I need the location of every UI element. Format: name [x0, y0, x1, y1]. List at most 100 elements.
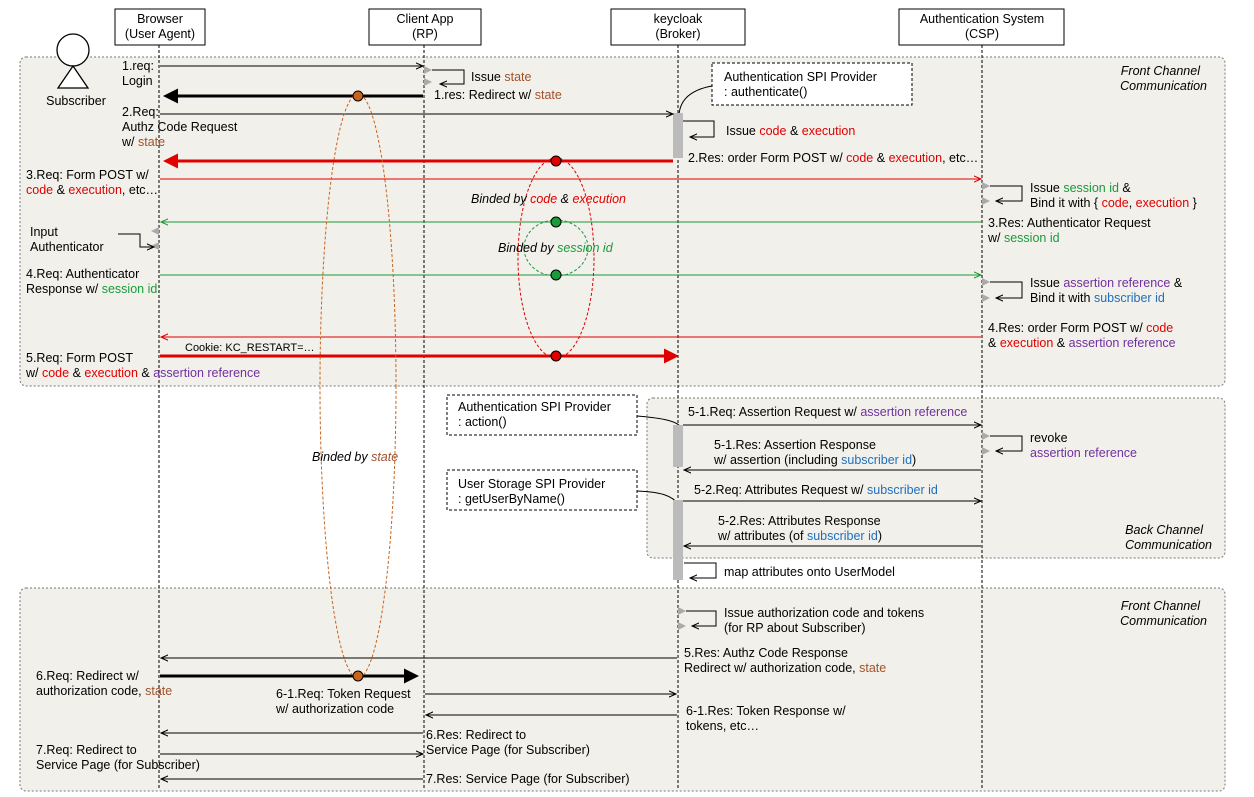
svg-text:Authentication SPI Provider: Authentication SPI Provider: [724, 70, 877, 84]
svg-text:4.Res: order Form POST w/ code: 4.Res: order Form POST w/ code: [988, 321, 1173, 335]
svg-text:5-1.Res: Assertion Response: 5-1.Res: Assertion Response: [714, 438, 876, 452]
svg-text:(RP): (RP): [412, 27, 438, 41]
actor-broker: keycloak (Broker): [610, 8, 746, 46]
issue-state-label: Issue state: [471, 70, 532, 84]
svg-text:2.Req:: 2.Req:: [122, 105, 159, 119]
svg-text:(CSP): (CSP): [965, 27, 999, 41]
front-channel-bottom-label: Front Channel Communication: [1120, 599, 1207, 628]
svg-text:w/ state: w/ state: [121, 135, 165, 149]
bind-subscriber-id-label: Bind it with subscriber id: [1030, 291, 1165, 305]
svg-text:Authentication System: Authentication System: [920, 12, 1044, 26]
binded-by-state-label: Binded by state: [312, 450, 398, 464]
svg-text:Communication: Communication: [1120, 614, 1207, 628]
svg-text:3.Res: Authenticator Request: 3.Res: Authenticator Request: [988, 216, 1151, 230]
subscriber-icon: [56, 33, 90, 89]
svg-text:Front Channel: Front Channel: [1121, 64, 1201, 78]
svg-text:w/ attributes (of subscriber i: w/ attributes (of subscriber id): [717, 529, 882, 543]
svg-text:Communication: Communication: [1125, 538, 1212, 552]
msg-2-req-label: 2.Req: Authz Code Request w/ state: [121, 105, 238, 149]
msg-6-res-label: 6.Res: Redirect to Service Page (for Sub…: [426, 728, 590, 757]
svg-text:Issue authorization code and t: Issue authorization code and tokens: [724, 606, 924, 620]
front-channel-top-label: Front Channel Communication: [1120, 64, 1207, 93]
msg-5-2-req-label: 5-2.Req: Attributes Request w/ subscribe…: [694, 483, 938, 497]
input-authenticator-label: Input Authenticator: [30, 225, 104, 254]
msg-5-1-req-label: 5-1.Req: Assertion Request w/ assertion …: [688, 405, 967, 419]
msg-5-res-label: 5.Res: Authz Code Response Redirect w/ a…: [684, 646, 886, 675]
svg-text:tokens, etc…: tokens, etc…: [686, 719, 759, 733]
back-channel-label: Back Channel Communication: [1125, 523, 1212, 552]
msg-3-res-label: 3.Res: Authenticator Request w/ session …: [987, 216, 1151, 245]
svg-text:Response w/ session id: Response w/ session id: [26, 282, 157, 296]
authenticate-provider-note: Authentication SPI Provider : authentica…: [711, 62, 913, 106]
svg-text:: getUserByName(): : getUserByName(): [458, 492, 565, 506]
svg-text:: action(): : action(): [458, 415, 507, 429]
svg-text:6.Req: Redirect w/: 6.Req: Redirect w/: [36, 669, 139, 683]
svg-text:& execution & assertion refere: & execution & assertion reference: [988, 336, 1176, 350]
svg-text:Back Channel: Back Channel: [1125, 523, 1204, 537]
msg-6-req-label: 6.Req: Redirect w/ authorization code, s…: [36, 669, 172, 698]
svg-text:6-1.Res: Token Response w/: 6-1.Res: Token Response w/: [686, 704, 846, 718]
svg-text:6-1.Req: Token Request: 6-1.Req: Token Request: [276, 687, 411, 701]
revoke-label: revoke assertion reference: [1030, 431, 1137, 460]
broker-activation-bar: [673, 425, 683, 467]
svg-text:4.Req: Authenticator: 4.Req: Authenticator: [26, 267, 139, 281]
svg-text:Browser: Browser: [137, 12, 183, 26]
svg-text:w/ assertion (including subscr: w/ assertion (including subscriber id): [713, 453, 916, 467]
msg-1-req-label: 1.req: Login: [122, 59, 154, 88]
svg-text:(for RP about Subscriber): (for RP about Subscriber): [724, 621, 866, 635]
svg-text:5-2.Res: Attributes Response: 5-2.Res: Attributes Response: [718, 514, 881, 528]
svg-text:code & execution, etc…: code & execution, etc…: [26, 183, 158, 197]
msg-7-req-label: 7.Req: Redirect to Service Page (for Sub…: [36, 743, 200, 772]
issue-code-label: Issue code & execution: [726, 124, 855, 138]
svg-text:w/ code & execution & assertio: w/ code & execution & assertion referenc…: [25, 366, 260, 380]
actor-csp: Authentication System (CSP): [898, 8, 1065, 46]
binded-by-session-id-label: Binded by session id: [498, 241, 614, 255]
svg-text:Communication: Communication: [1120, 79, 1207, 93]
svg-text:w/ session id: w/ session id: [987, 231, 1060, 245]
svg-text:User Storage SPI Provider: User Storage SPI Provider: [458, 477, 605, 491]
svg-text:keycloak: keycloak: [654, 12, 703, 26]
broker-activation-bar: [673, 113, 683, 158]
issue-session-id-label: Issue session id &: [1030, 181, 1131, 195]
binded-by-code-label: Binded by code & execution: [471, 192, 626, 206]
svg-text:Redirect w/ authorization code: Redirect w/ authorization code, state: [684, 661, 886, 675]
svg-text:assertion reference: assertion reference: [1030, 446, 1137, 460]
action-provider-note: Authentication SPI Provider : action(): [446, 394, 638, 436]
self-markers: [151, 66, 990, 630]
svg-text:w/ authorization code: w/ authorization code: [275, 702, 394, 716]
svg-text:revoke: revoke: [1030, 431, 1068, 445]
msg-7-res-label: 7.Res: Service Page (for Subscriber): [426, 772, 630, 786]
actor-browser: Browser (User Agent): [114, 8, 206, 46]
cookie-label: Cookie: KC_RESTART=…: [185, 342, 315, 354]
svg-text:Front Channel: Front Channel: [1121, 599, 1201, 613]
msg-1-res-label: 1.res: Redirect w/ state: [434, 88, 562, 102]
msg-6-1-req-label: 6-1.Req: Token Request w/ authorization …: [275, 687, 411, 716]
svg-text:5.Req: Form POST: 5.Req: Form POST: [26, 351, 133, 365]
map-attributes-label: map attributes onto UserModel: [724, 565, 895, 579]
msg-4-req-label: 4.Req: Authenticator Response w/ session…: [26, 267, 157, 296]
svg-text:1.req:: 1.req:: [122, 59, 154, 73]
svg-text:Authz Code Request: Authz Code Request: [122, 120, 238, 134]
msg-3-req-label: 3.Req: Form POST w/ code & execution, et…: [26, 168, 158, 197]
msg-5-1-res-label: 5-1.Res: Assertion Response w/ assertion…: [713, 438, 916, 467]
actor-rp: Client App (RP): [368, 8, 482, 46]
svg-text:Login: Login: [122, 74, 153, 88]
msg-5-req-label: 5.Req: Form POST w/ code & execution & a…: [25, 351, 260, 380]
svg-text:(Broker): (Broker): [655, 27, 700, 41]
svg-text:Authentication SPI Provider: Authentication SPI Provider: [458, 400, 611, 414]
subscriber-label: Subscriber: [46, 94, 106, 108]
svg-text:authorization code, state: authorization code, state: [36, 684, 172, 698]
svg-text:Service Page (for Subscriber): Service Page (for Subscriber): [426, 743, 590, 757]
bind-code-label: Bind it with { code, execution }: [1030, 196, 1197, 210]
broker-activation-bar: [673, 500, 683, 580]
msg-2-res-label: 2.Res: order Form POST w/ code & executi…: [688, 151, 978, 165]
issue-tokens-label: Issue authorization code and tokens (for…: [724, 606, 924, 635]
svg-text:6.Res: Redirect to: 6.Res: Redirect to: [426, 728, 526, 742]
msg-5-2-res-label: 5-2.Res: Attributes Response w/ attribut…: [717, 514, 882, 543]
svg-text:: authenticate(): : authenticate(): [724, 85, 807, 99]
msg-6-1-res-label: 6-1.Res: Token Response w/ tokens, etc…: [686, 704, 846, 733]
svg-text:3.Req: Form POST w/: 3.Req: Form POST w/: [26, 168, 149, 182]
svg-text:(User Agent): (User Agent): [125, 27, 195, 41]
svg-text:Client App: Client App: [397, 12, 454, 26]
